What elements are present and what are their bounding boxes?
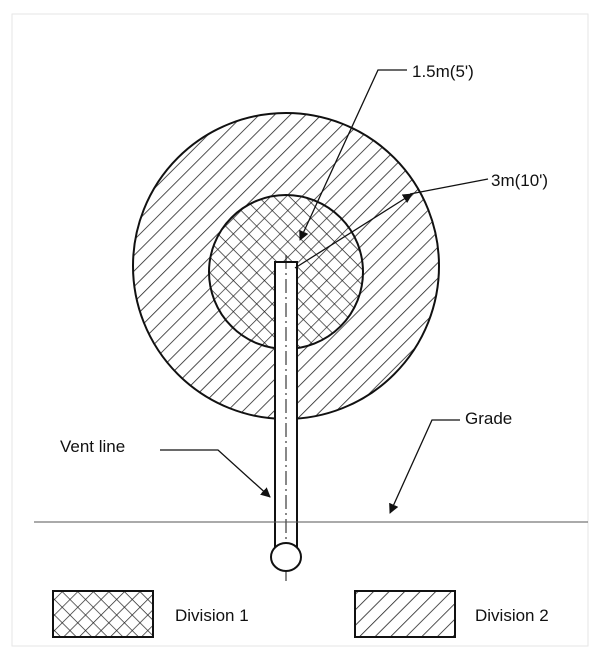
grade-leader	[389, 419, 460, 514]
inner-radius-label: 1.5m(5')	[412, 62, 474, 81]
outer-radius-arrow	[294, 193, 413, 269]
vent-line-label: Vent line	[60, 437, 125, 456]
outer-radius-leader	[409, 178, 489, 195]
legend-label-division1: Division 1	[175, 606, 249, 625]
outer-radius-label: 3m(10')	[491, 171, 548, 190]
inner-radius-leader	[299, 69, 407, 241]
frame-border	[11, 13, 589, 647]
legend-swatch-division1	[52, 590, 154, 638]
legend-swatch-division2	[354, 590, 456, 638]
grade-label: Grade	[465, 409, 512, 428]
vent-line-leader	[160, 449, 271, 498]
vent-pipe-end	[270, 542, 302, 572]
legend-label-division2: Division 2	[475, 606, 549, 625]
